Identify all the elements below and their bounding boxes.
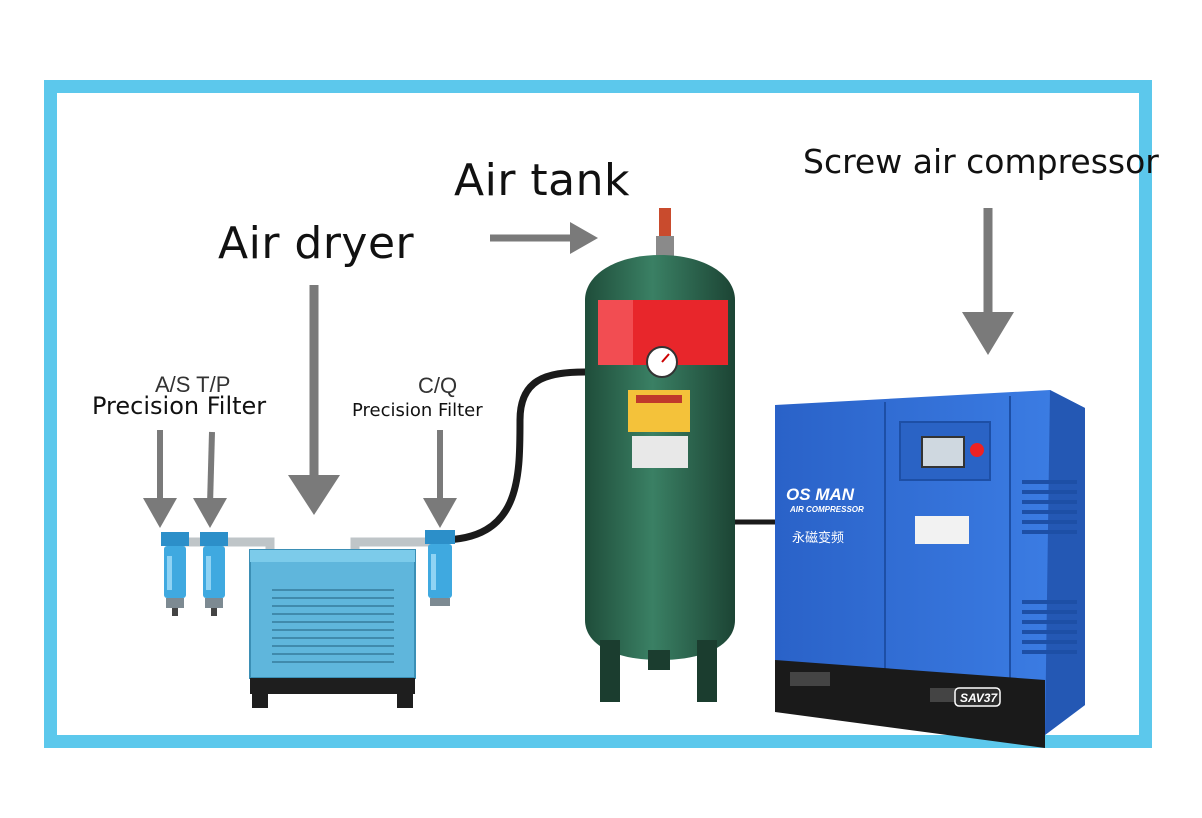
arrow-filter-as	[143, 430, 177, 528]
air-dryer-unit	[249, 549, 416, 708]
arrow-air-dryer	[288, 285, 340, 515]
label-cq: C/Q	[418, 373, 458, 398]
filter-tp	[200, 532, 228, 616]
arrow-air-tank	[490, 222, 598, 254]
compressor-model: SAV37	[960, 691, 998, 705]
label-air-dryer: Air dryer	[218, 218, 415, 269]
label-precision-filter-left: Precision Filter	[92, 392, 267, 420]
arrow-screw-compressor	[962, 208, 1014, 355]
arrow-filter-tp	[193, 431, 227, 528]
filter-as	[161, 532, 189, 616]
compressor-brand-sub: AIR COMPRESSOR	[789, 505, 864, 514]
label-screw-air-compressor: Screw air compressor	[803, 142, 1159, 181]
label-precision-filter-right: Precision Filter	[352, 400, 483, 421]
air-tank-unit	[585, 208, 735, 702]
label-as-tp: A/S T/P	[155, 372, 231, 397]
filter-cq	[425, 530, 455, 606]
label-air-tank: Air tank	[454, 155, 630, 206]
compressor-chinese-label: 永磁变频	[792, 530, 844, 546]
arrow-filter-cq	[423, 430, 457, 528]
screw-compressor-unit	[775, 390, 1085, 748]
compressor-brand: OS MAN	[786, 485, 855, 504]
